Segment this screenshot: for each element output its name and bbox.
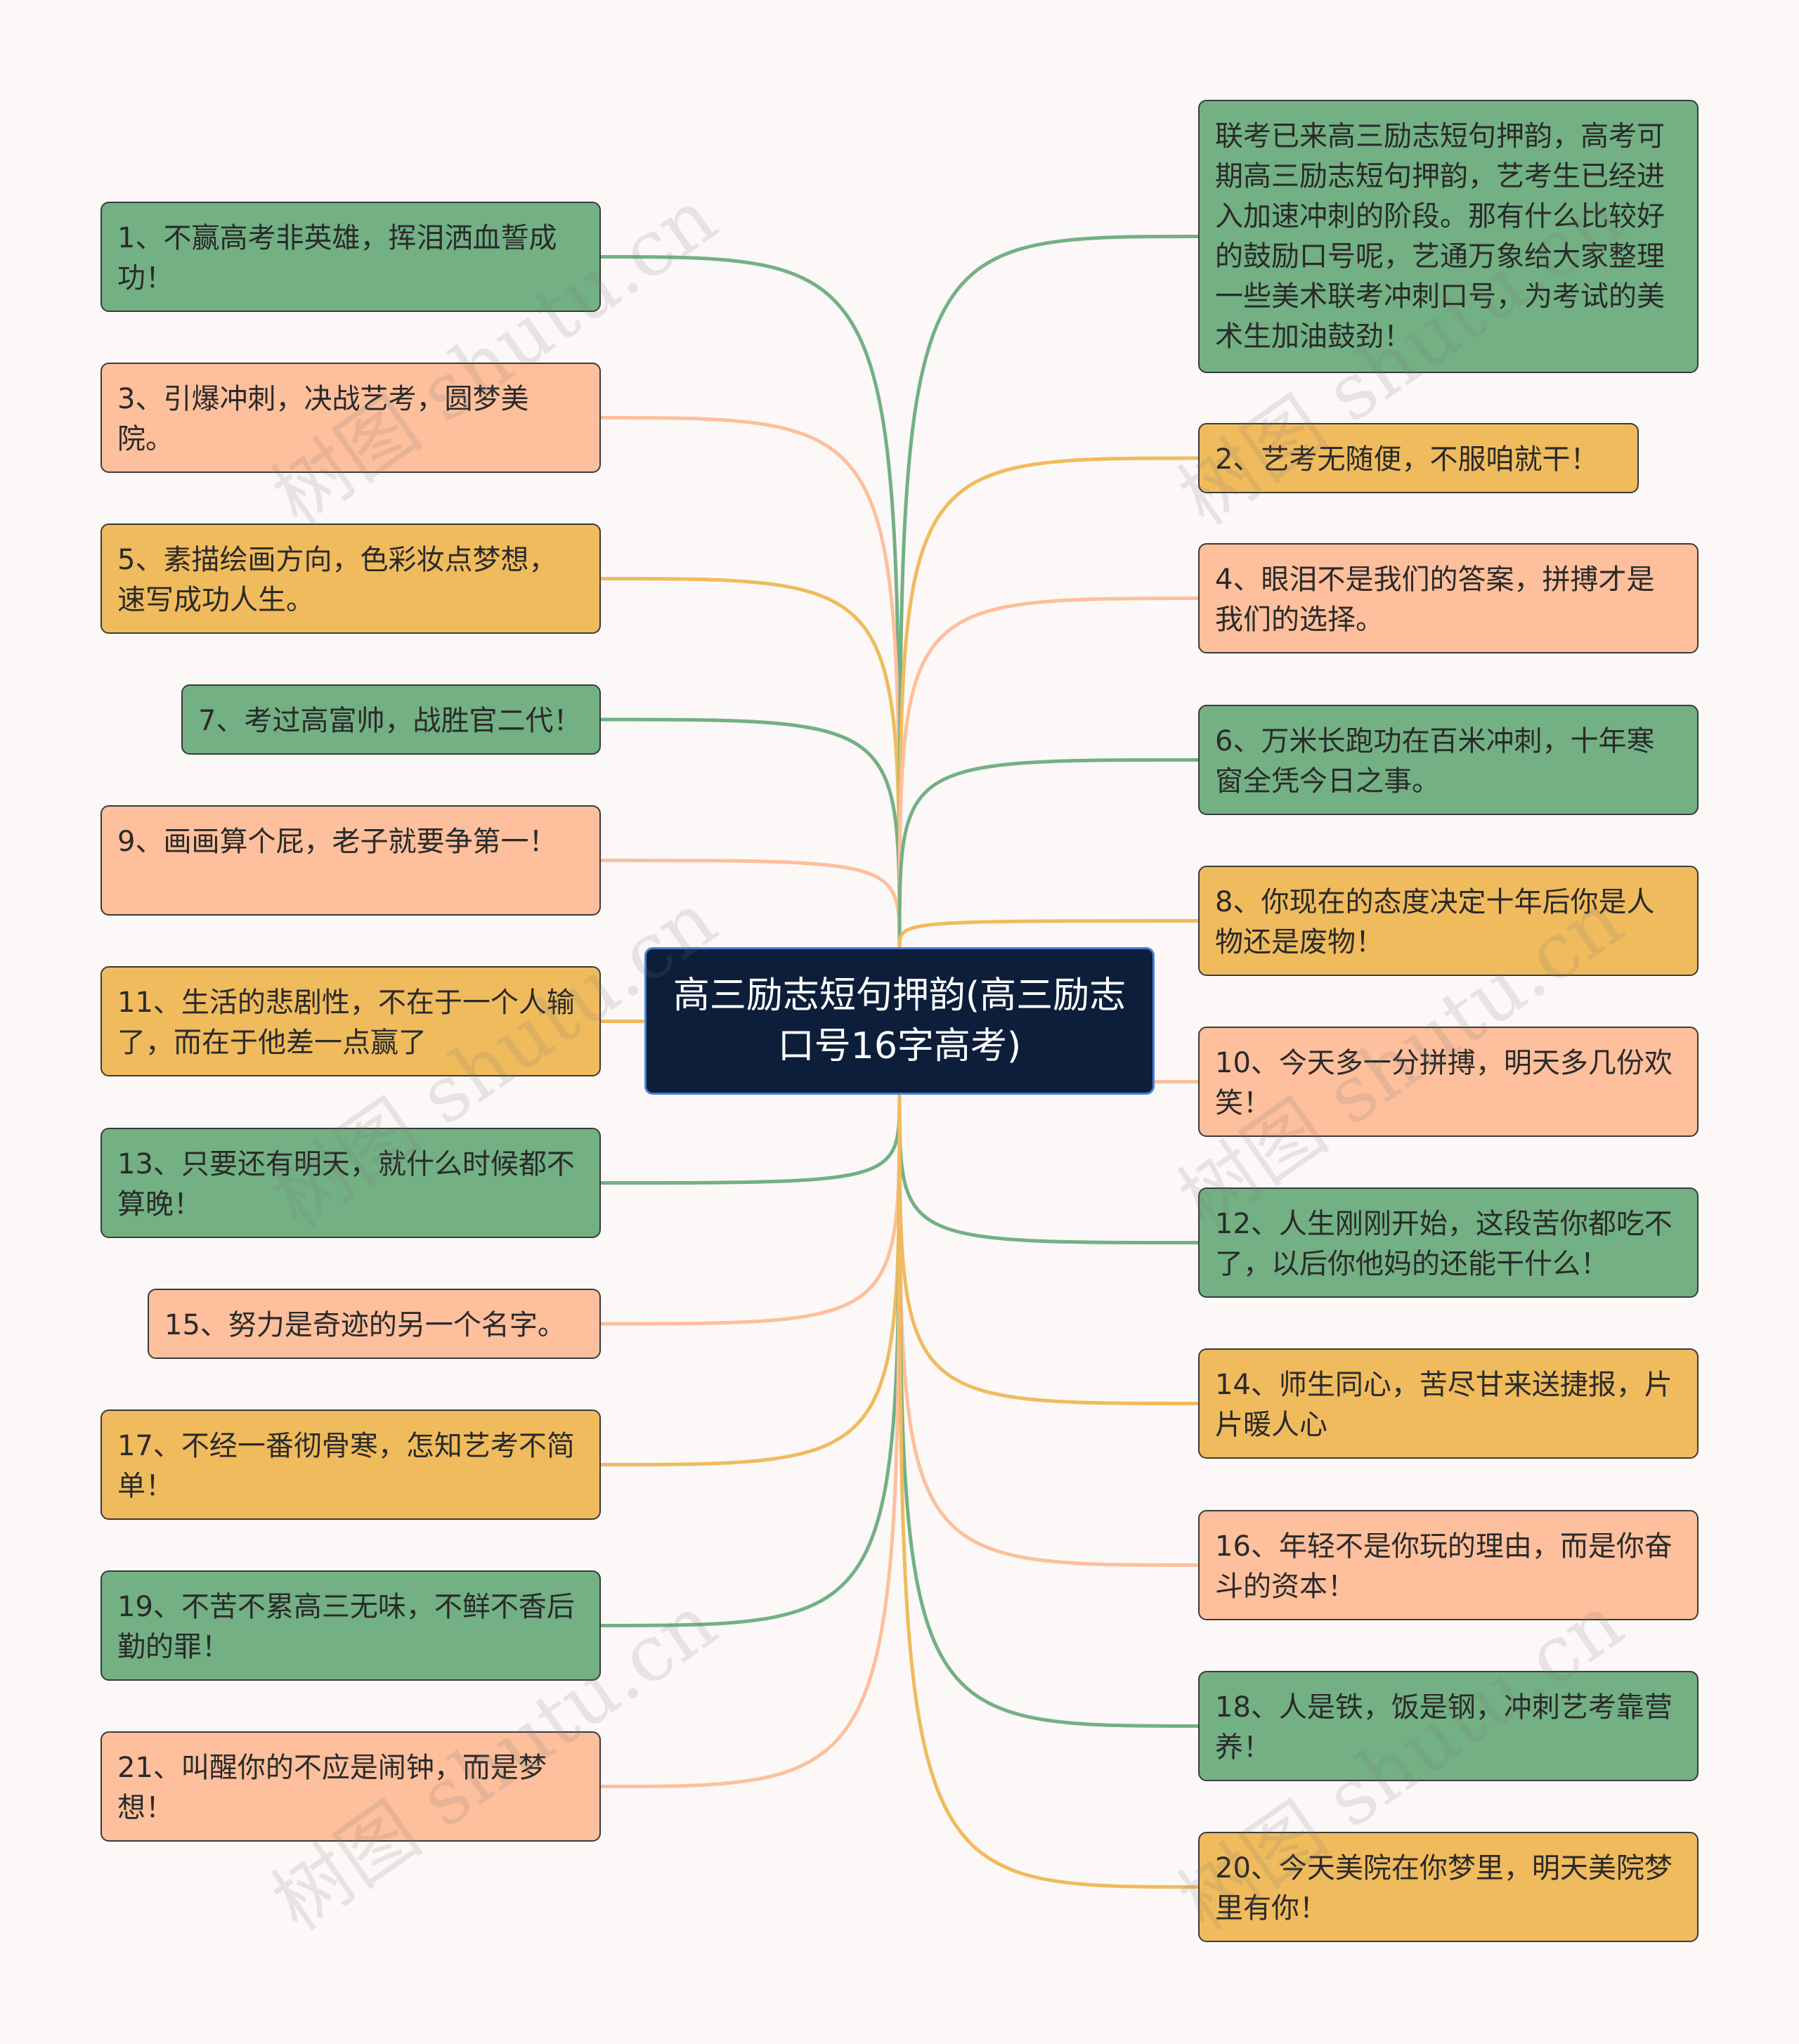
right-topic-text: 8、你现在的态度决定十年后你是人物还是废物！ xyxy=(1215,886,1655,958)
left-topic-node[interactable]: 7、考过高富帅，战胜官二代！ xyxy=(181,684,601,755)
right-topic-text: 4、眼泪不是我们的答案，拼搏才是我们的选择。 xyxy=(1215,564,1655,636)
left-connector xyxy=(599,717,902,949)
left-topic-node[interactable]: 1、不赢高考非英雄，挥泪洒血誓成功！ xyxy=(100,202,601,312)
left-topic-text: 1、不赢高考非英雄，挥泪洒血誓成功！ xyxy=(117,222,557,294)
right-connector xyxy=(897,235,1200,949)
root-topic-text: 高三励志短句押韵(高三励志口号16字高考) xyxy=(673,975,1126,1067)
left-connector xyxy=(599,1093,902,1326)
left-topic-text: 15、努力是奇迹的另一个名字。 xyxy=(164,1309,566,1341)
left-topic-node[interactable]: 11、生活的悲剧性，不在于一个人输了，而在于他差一点赢了 xyxy=(100,966,601,1076)
right-connector xyxy=(897,1093,1200,1405)
left-topic-node[interactable]: 13、只要还有明天，就什么时候都不算晚！ xyxy=(100,1128,601,1238)
right-connector xyxy=(897,758,1200,949)
right-topic-text: 10、今天多一分拼搏，明天多几份欢笑！ xyxy=(1215,1047,1673,1119)
left-connector xyxy=(599,1093,902,1185)
left-topic-node[interactable]: 19、不苦不累高三无味，不鲜不香后勤的罪！ xyxy=(100,1570,601,1681)
right-topic-node[interactable]: 16、年轻不是你玩的理由，而是你奋斗的资本！ xyxy=(1198,1510,1699,1620)
right-connector xyxy=(897,1093,1200,1889)
left-topic-node[interactable]: 3、引爆冲刺，决战艺考，圆梦美院。 xyxy=(100,363,601,473)
right-topic-text: 16、年轻不是你玩的理由，而是你奋斗的资本！ xyxy=(1215,1530,1673,1603)
left-topic-node[interactable]: 17、不经一番彻骨寒，怎知艺考不简单！ xyxy=(100,1410,601,1520)
right-topic-text: 20、今天美院在你梦里，明天美院梦里有你！ xyxy=(1215,1852,1673,1925)
right-topic-node[interactable]: 2、艺考无随便，不服咱就干！ xyxy=(1198,423,1639,493)
left-topic-text: 17、不经一番彻骨寒，怎知艺考不简单！ xyxy=(117,1430,575,1502)
left-connector xyxy=(599,1093,902,1788)
left-topic-text: 21、叫醒你的不应是闹钟，而是梦想！ xyxy=(117,1752,547,1824)
right-topic-text: 6、万米长跑功在百米冲刺，十年寒窗全凭今日之事。 xyxy=(1215,725,1655,798)
right-topic-node[interactable]: 12、人生刚刚开始，这段苦你都吃不了，以后你他妈的还能干什么！ xyxy=(1198,1187,1699,1298)
root-topic[interactable]: 高三励志短句押韵(高三励志口号16字高考) xyxy=(644,947,1155,1095)
left-topic-text: 13、只要还有明天，就什么时候都不算晚！ xyxy=(117,1148,575,1220)
left-connector xyxy=(599,859,902,949)
right-topic-node[interactable]: 14、师生同心，苦尽甘来送捷报，片片暖人心 xyxy=(1198,1348,1699,1459)
left-connector xyxy=(599,577,902,949)
left-topic-text: 9、画画算个屁，老子就要争第一！ xyxy=(117,826,557,858)
right-topic-text: 联考已来高三励志短句押韵，高考可期高三励志短句押韵，艺考生已经进入加速冲刺的阶段… xyxy=(1215,120,1665,353)
left-topic-node[interactable]: 21、叫醒你的不应是闹钟，而是梦想！ xyxy=(100,1731,601,1842)
left-connector xyxy=(599,1093,902,1466)
left-topic-node[interactable]: 5、素描绘画方向，色彩妆点梦想，速写成功人生。 xyxy=(100,523,601,634)
right-connector xyxy=(897,1093,1200,1244)
left-topic-text: 19、不苦不累高三无味，不鲜不香后勤的罪！ xyxy=(117,1591,575,1663)
right-connector xyxy=(897,1093,1200,1728)
right-topic-node[interactable]: 联考已来高三励志短句押韵，高考可期高三励志短句押韵，艺考生已经进入加速冲刺的阶段… xyxy=(1198,100,1699,373)
right-connector xyxy=(897,1093,1200,1567)
left-topic-text: 3、引爆冲刺，决战艺考，圆梦美院。 xyxy=(117,383,529,455)
right-topic-node[interactable]: 10、今天多一分拼搏，明天多几份欢笑！ xyxy=(1198,1027,1699,1137)
right-topic-node[interactable]: 8、你现在的态度决定十年后你是人物还是废物！ xyxy=(1198,866,1699,976)
right-topic-text: 12、人生刚刚开始，这段苦你都吃不了，以后你他妈的还能干什么！ xyxy=(1215,1208,1673,1280)
left-topic-text: 11、生活的悲剧性，不在于一个人输了，而在于他差一点赢了 xyxy=(117,987,575,1059)
right-topic-text: 18、人是铁，饭是钢，冲刺艺考靠营养！ xyxy=(1215,1691,1673,1764)
right-topic-node[interactable]: 18、人是铁，饭是钢，冲刺艺考靠营养！ xyxy=(1198,1671,1699,1781)
right-connector xyxy=(897,456,1200,949)
right-connector xyxy=(897,919,1200,949)
right-topic-text: 14、师生同心，苦尽甘来送捷报，片片暖人心 xyxy=(1215,1369,1673,1441)
left-topic-text: 7、考过高富帅，战胜官二代！ xyxy=(198,705,582,737)
right-topic-node[interactable]: 6、万米长跑功在百米冲刺，十年寒窗全凭今日之事。 xyxy=(1198,705,1699,815)
right-connector xyxy=(897,597,1200,949)
right-topic-node[interactable]: 4、眼泪不是我们的答案，拼搏才是我们的选择。 xyxy=(1198,543,1699,653)
right-topic-node[interactable]: 20、今天美院在你梦里，明天美院梦里有你！ xyxy=(1198,1832,1699,1942)
left-topic-text: 5、素描绘画方向，色彩妆点梦想，速写成功人生。 xyxy=(117,544,557,616)
right-topic-text: 2、艺考无随便，不服咱就干！ xyxy=(1215,443,1599,476)
left-connector xyxy=(599,255,902,949)
left-topic-node[interactable]: 15、努力是奇迹的另一个名字。 xyxy=(148,1289,601,1359)
left-topic-node[interactable]: 9、画画算个屁，老子就要争第一！ xyxy=(100,805,601,916)
